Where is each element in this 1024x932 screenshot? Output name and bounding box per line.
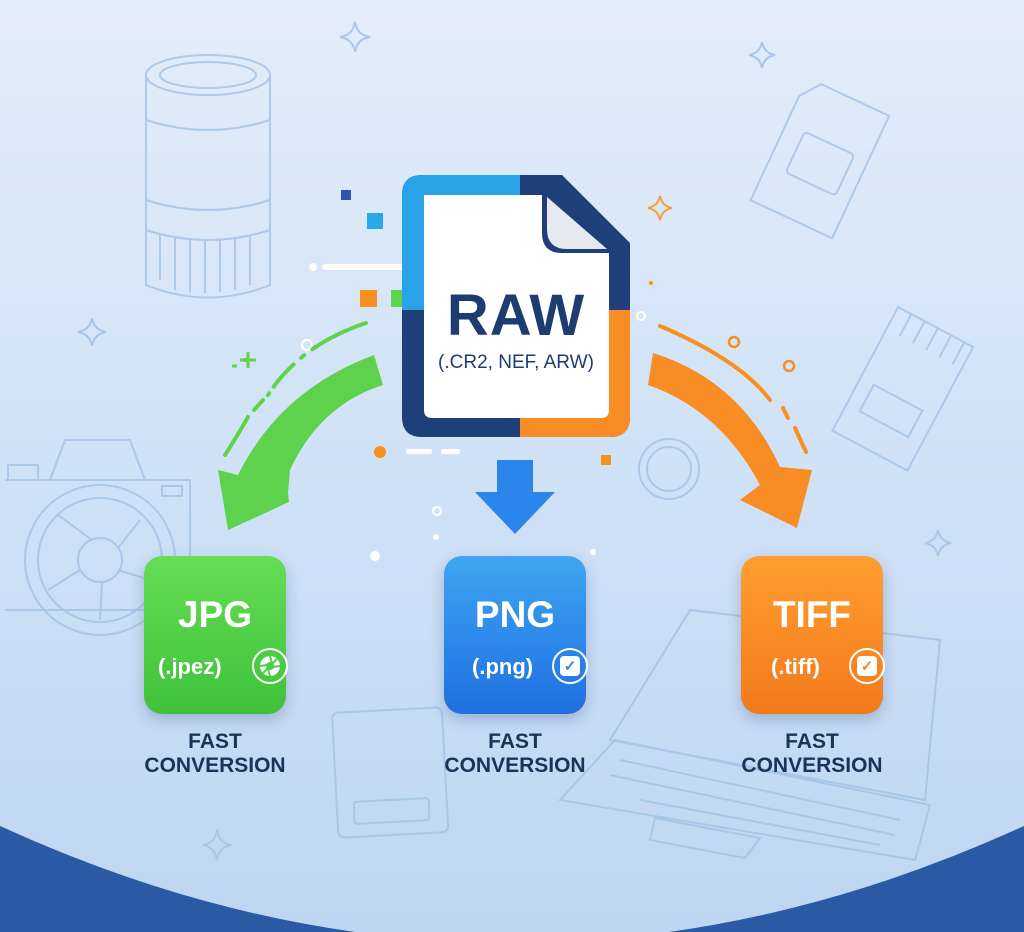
sparkle-orange-icon (647, 195, 673, 221)
format-extension: (.jpez) (158, 654, 222, 679)
sparkle-icon (748, 41, 776, 69)
raw-title: RAW (446, 283, 586, 348)
raw-source-file: RAW (.CR2, NEF, ARW) (402, 175, 630, 437)
caption-line: FAST (488, 730, 542, 753)
bottom-wave-band (0, 826, 1024, 932)
png-caption: FAST CONVERSION (415, 730, 615, 778)
caption-line: FAST (188, 730, 242, 753)
caption-line: CONVERSION (741, 754, 883, 777)
sparkle-icon (77, 317, 107, 347)
format-label: TIFF (772, 594, 852, 635)
png-format-card[interactable]: PNG (.png) ✓ (444, 556, 588, 714)
sparkle-icon (202, 829, 232, 861)
sd-card-icon (749, 83, 891, 240)
aperture-icon (252, 648, 288, 684)
caption-line: CONVERSION (444, 754, 586, 777)
jpg-format-card[interactable]: JPG (.jpez) (144, 556, 288, 714)
sparkle-icon (339, 21, 371, 53)
caption-line: CONVERSION (144, 754, 286, 777)
format-label: PNG (474, 594, 556, 635)
caption-line: FAST (785, 730, 839, 753)
format-extension: (.png) (472, 654, 534, 679)
raw-formats: (.CR2, NEF, ARW) (438, 352, 594, 373)
jpg-caption: FAST CONVERSION (115, 730, 315, 778)
tiff-format-card[interactable]: TIFF (.tiff) ✓ (741, 556, 885, 714)
tiff-caption: FAST CONVERSION (712, 730, 912, 778)
memory-card-icon (831, 305, 975, 472)
sparkle-icon (924, 529, 952, 557)
format-label: JPG (177, 594, 253, 635)
format-extension: (.tiff) (771, 654, 820, 679)
sd-card-bottom-icon (331, 706, 450, 839)
camera-lens-icon (145, 54, 271, 299)
arrow-to-png-icon (475, 460, 555, 534)
checkbox-icon: ✓ (552, 648, 588, 684)
arrow-to-jpg-icon (218, 321, 383, 530)
arrow-to-tiff-icon (648, 324, 812, 528)
file-document-icon (402, 175, 630, 437)
checkbox-icon: ✓ (849, 648, 885, 684)
